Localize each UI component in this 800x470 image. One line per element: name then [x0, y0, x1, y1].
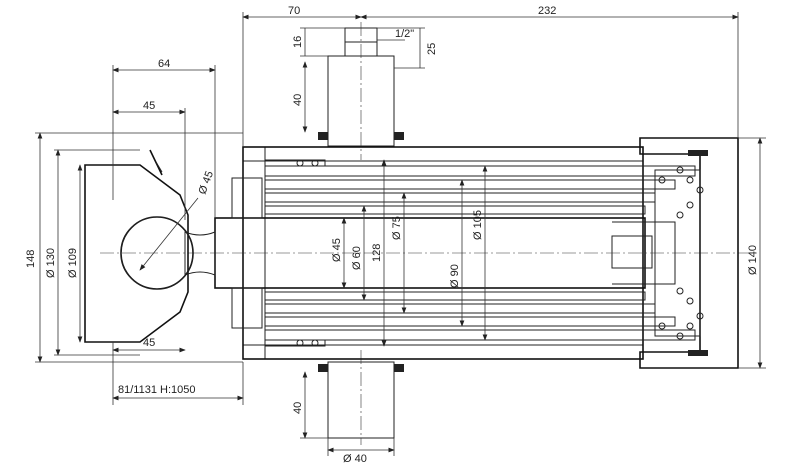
dim-dia45-ball: Ø 45: [197, 170, 216, 197]
dim-dia109: Ø 109: [67, 248, 79, 278]
dim-148: 148: [25, 250, 37, 268]
dim-dia105: Ø 105: [472, 210, 484, 240]
gland-seals: [231, 159, 326, 347]
dim-16: 16: [292, 36, 304, 48]
bottom-trunnion-pin: [318, 350, 404, 445]
ball-socket-head: [84, 149, 216, 343]
dimension-labels: 70 232 1/2" 16 25 40 64 45 Ø 45 148 Ø 13…: [25, 5, 759, 465]
dim-25: 25: [426, 43, 438, 55]
dim-dia45-rod: Ø 45: [331, 238, 343, 262]
dim-dia140: Ø 140: [747, 245, 759, 275]
dim-dia60: Ø 60: [351, 246, 363, 270]
dim-dia90: Ø 90: [449, 264, 461, 288]
dim-top-232: 232: [538, 5, 556, 17]
dim-dia40-bottom: Ø 40: [343, 453, 367, 465]
dim-thread: 1/2": [395, 28, 414, 40]
end-cap: [612, 137, 739, 369]
dim-stroke: 81/1131 H:1050: [118, 384, 195, 396]
top-trunnion-pin: [318, 22, 404, 160]
dim-dia130: Ø 130: [45, 248, 57, 278]
seal-balls: [658, 150, 708, 356]
dim-40-bottom: 40: [292, 402, 304, 414]
dim-128: 128: [371, 244, 383, 262]
dimension-lines: [35, 12, 766, 456]
dim-45-bottom: 45: [143, 337, 155, 349]
dim-40-top: 40: [292, 94, 304, 106]
dim-top-70: 70: [288, 5, 300, 17]
dim-dia75: Ø 75: [391, 216, 403, 240]
dim-45-left: 45: [143, 100, 155, 112]
central-rod: [100, 217, 760, 289]
dim-64: 64: [158, 58, 170, 70]
